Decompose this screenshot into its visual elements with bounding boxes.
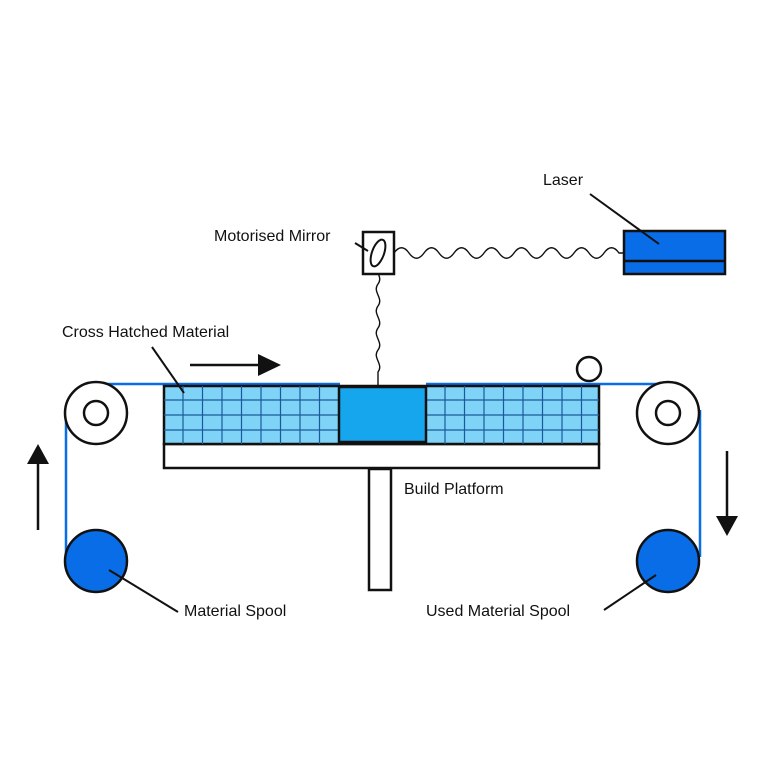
mirror-label: Motorised Mirror [214, 228, 331, 245]
arrow-right-icon [190, 354, 281, 376]
leader-lines [108, 193, 660, 613]
right-roller [635, 380, 701, 446]
pressure-roller [575, 355, 603, 383]
build-platform [162, 442, 601, 592]
cross-hatched-material [162, 384, 601, 446]
arrow-up-icon [27, 444, 49, 530]
material-spool [63, 528, 129, 594]
material-label: Cross Hatched Material [62, 324, 229, 341]
laser-beam-down [375, 261, 381, 386]
material-spool-label: Material Spool [184, 603, 286, 620]
material-web [64, 382, 702, 557]
platform-label: Build Platform [404, 481, 504, 498]
used-spool-label: Used Material Spool [426, 603, 570, 620]
cut-region [337, 385, 428, 444]
arrow-down-icon [716, 451, 738, 536]
laser-beam-horizontal [393, 247, 624, 259]
laser-unit [622, 229, 727, 276]
left-roller [63, 380, 129, 446]
laser-label: Laser [543, 172, 584, 189]
motorised-mirror [361, 230, 396, 276]
